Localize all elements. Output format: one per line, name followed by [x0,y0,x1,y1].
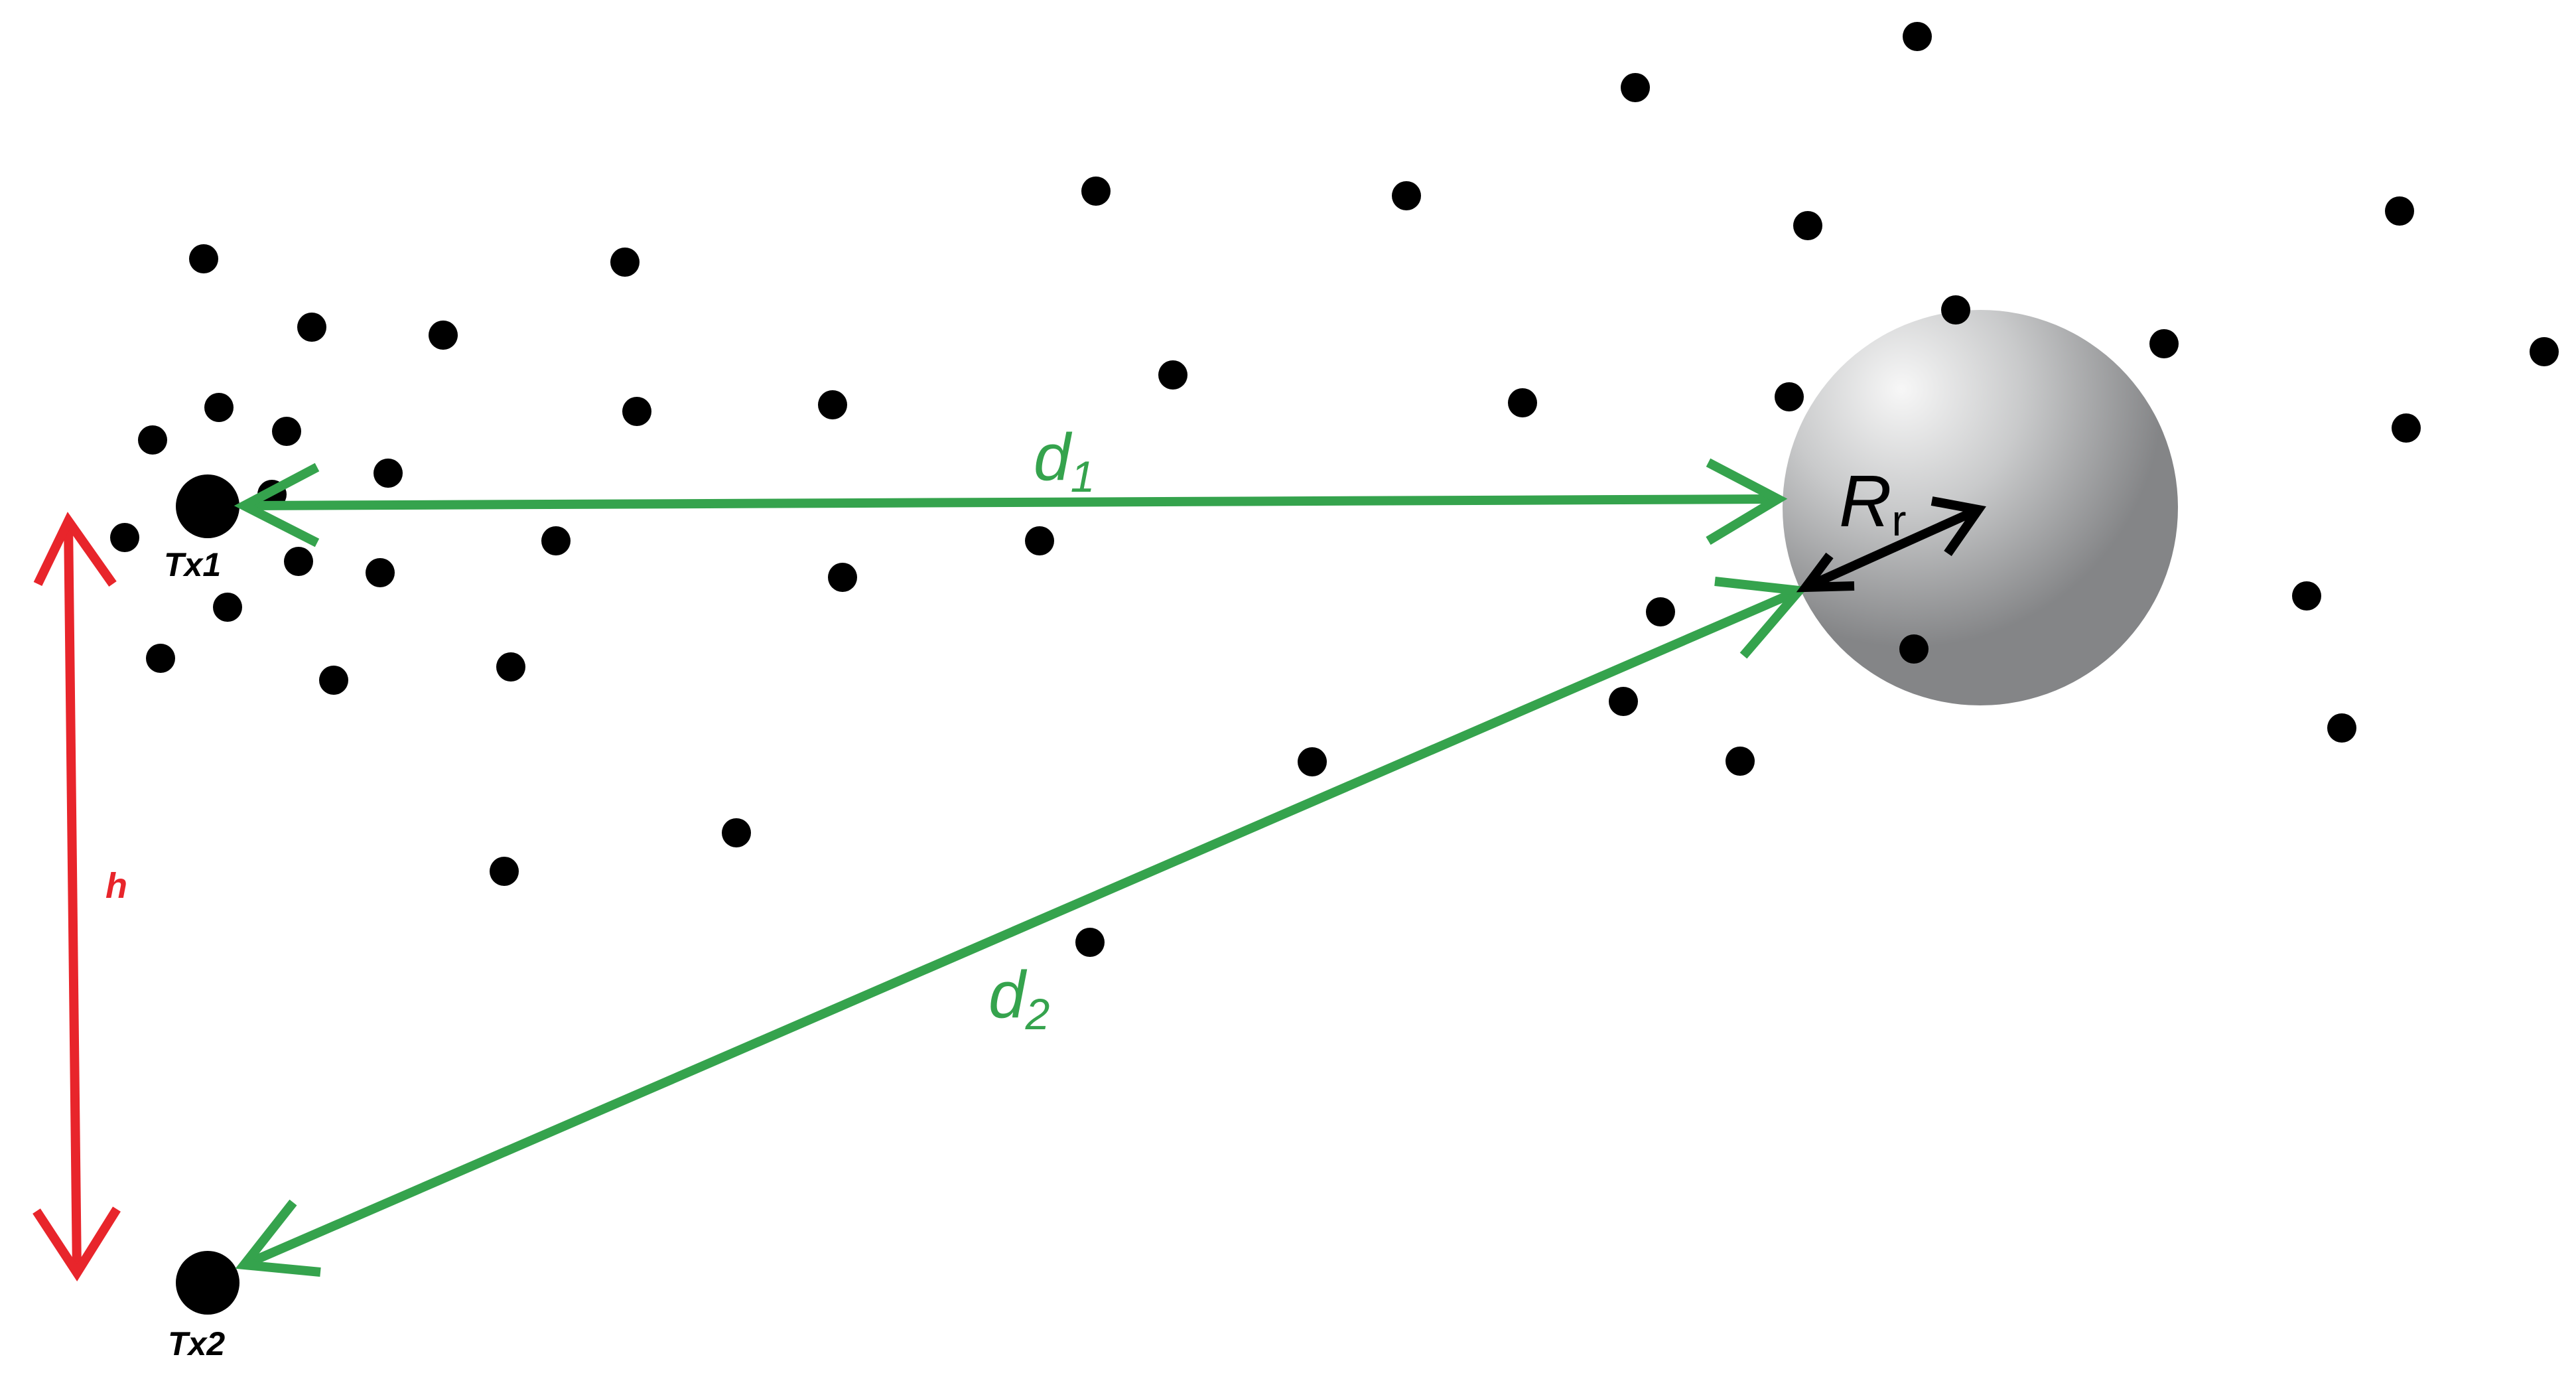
molecule-dot [610,248,640,277]
molecule-dot [138,425,167,455]
molecule-dot [1903,22,1932,51]
tx1-label: Tx1 [164,546,221,583]
molecule-dot [2292,581,2321,611]
molecule-dot [2392,413,2421,443]
d2-label-sub: 2 [1025,989,1050,1039]
molecule-dot [319,666,348,695]
molecule-dot [1025,526,1054,555]
molecule-dot [2327,713,2356,743]
molecule-dot [2385,196,2414,226]
molecule-dot [1621,73,1650,102]
molecule-dot [722,818,751,847]
rr-label: Rr [1839,461,1906,545]
d1-label-main: d [1034,420,1073,494]
rr-label-main: R [1839,461,1891,542]
molecule-dot [1508,388,1537,417]
d1-arrow [234,458,1788,547]
molecule-dot [366,558,395,587]
molecule-dot [1899,634,1929,664]
molecule-dot [1392,181,1421,210]
molecule-dot [2530,337,2559,366]
molecule-dot [189,244,218,273]
molecule-dot [373,459,403,488]
h-arrow [33,512,121,1281]
h-arrowhead-bottom [33,1206,121,1281]
d2-arrow [235,577,1808,1277]
rr-label-sub: r [1891,496,1906,545]
molecule-dot [1609,687,1638,716]
molecule-dot [429,321,458,350]
d1-label: d1 [1034,420,1095,501]
molecule-dot [1726,747,1755,776]
molecule-dot [146,644,175,673]
tx1-transmitter [176,474,239,538]
molecule-dot [1298,747,1327,776]
h-arrowhead-top [33,512,117,587]
molecule-dot [110,523,139,552]
d1-arrowhead-left [234,463,320,547]
molecule-dot [1081,177,1111,206]
molecule-dot [496,652,525,682]
molecule-dot [818,390,847,419]
radius-arrowhead-inner [1796,552,1855,593]
molecule-dot [1158,360,1187,390]
radius-arrowhead-outer [1931,496,1986,557]
molecule-dot [297,313,326,342]
molecule-dot [490,857,519,886]
molecule-dot [2149,329,2179,358]
h-label: h [105,866,127,906]
molecule-dot [1775,382,1804,411]
molecule-dot [622,397,651,426]
molecule-dot [1075,928,1105,957]
d1-label-sub: 1 [1071,452,1095,501]
molecule-dot [1793,211,1822,240]
molecule-dot [541,526,571,555]
tx2-transmitter [176,1251,239,1315]
molecule-dot [213,593,242,622]
molecule-dot [828,563,857,592]
d2-label: d2 [988,958,1050,1039]
tx2-label: Tx2 [168,1325,225,1362]
d2-label-main: d [988,958,1028,1032]
molecule-dot [1646,597,1675,626]
d2-arrowhead-left [235,1199,321,1277]
molecule-dot [272,417,301,446]
molecule-dot [284,547,313,576]
molecule-dot [204,393,234,422]
molecule-dot [1941,295,1970,325]
molecule-cloud [110,22,2559,957]
d1-arrowhead-right [1706,458,1788,545]
radius-arrow [1796,496,1986,593]
